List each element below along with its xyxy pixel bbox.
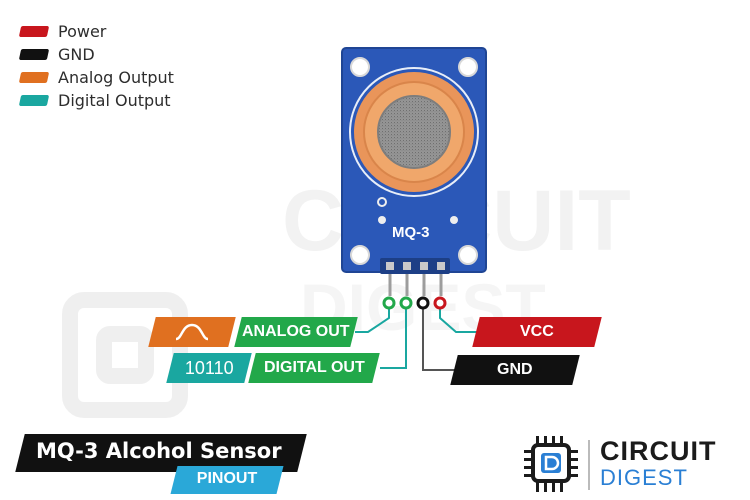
legend-item-power: Power (18, 21, 107, 41)
legend-label-digital-output: Digital Output (58, 90, 171, 110)
diagram-title: MQ-3 Alcohol Sensor (36, 439, 282, 463)
pin-dot-gnd (416, 296, 430, 310)
gnd-label: GND (450, 355, 580, 385)
legend-label-analog-output: Analog Output (58, 67, 174, 87)
legend-label-gnd: GND (58, 44, 95, 64)
digital-out-text: DIGITAL OUT (263, 359, 365, 376)
circuit-digest-logo-icon (524, 436, 578, 492)
analog-out-text: ANALOG OUT (242, 323, 350, 340)
diagram-subtitle: PINOUT (196, 470, 258, 487)
legend-item-gnd: GND (18, 44, 95, 64)
digital-icon-box: 10110 (166, 353, 252, 383)
digital-bits-text: 10110 (184, 357, 234, 378)
legend-label-power: Power (58, 21, 107, 41)
legend-item-analog-output: Analog Output (18, 67, 174, 87)
mq3-sensor-board (341, 47, 487, 296)
logo-divider (588, 440, 590, 490)
pin-dot-vcc (433, 296, 447, 310)
digital-out-label: DIGITAL OUT (248, 353, 380, 383)
legend-item-digital-output: Digital Output (18, 90, 171, 110)
board-label: MQ-3 (392, 224, 430, 241)
logo-word-circuit: CIRCUIT (600, 436, 717, 466)
vcc-label: VCC (472, 317, 602, 347)
vcc-text: VCC (520, 323, 554, 340)
gnd-text: GND (497, 361, 533, 378)
sine-wave-icon (175, 323, 209, 341)
analog-out-label: ANALOG OUT (234, 317, 358, 347)
pin-dot-digital (399, 296, 413, 310)
logo-word-digest: DIGEST (600, 465, 688, 490)
pin-dot-analog (382, 296, 396, 310)
analog-wave-icon-box (148, 317, 236, 347)
